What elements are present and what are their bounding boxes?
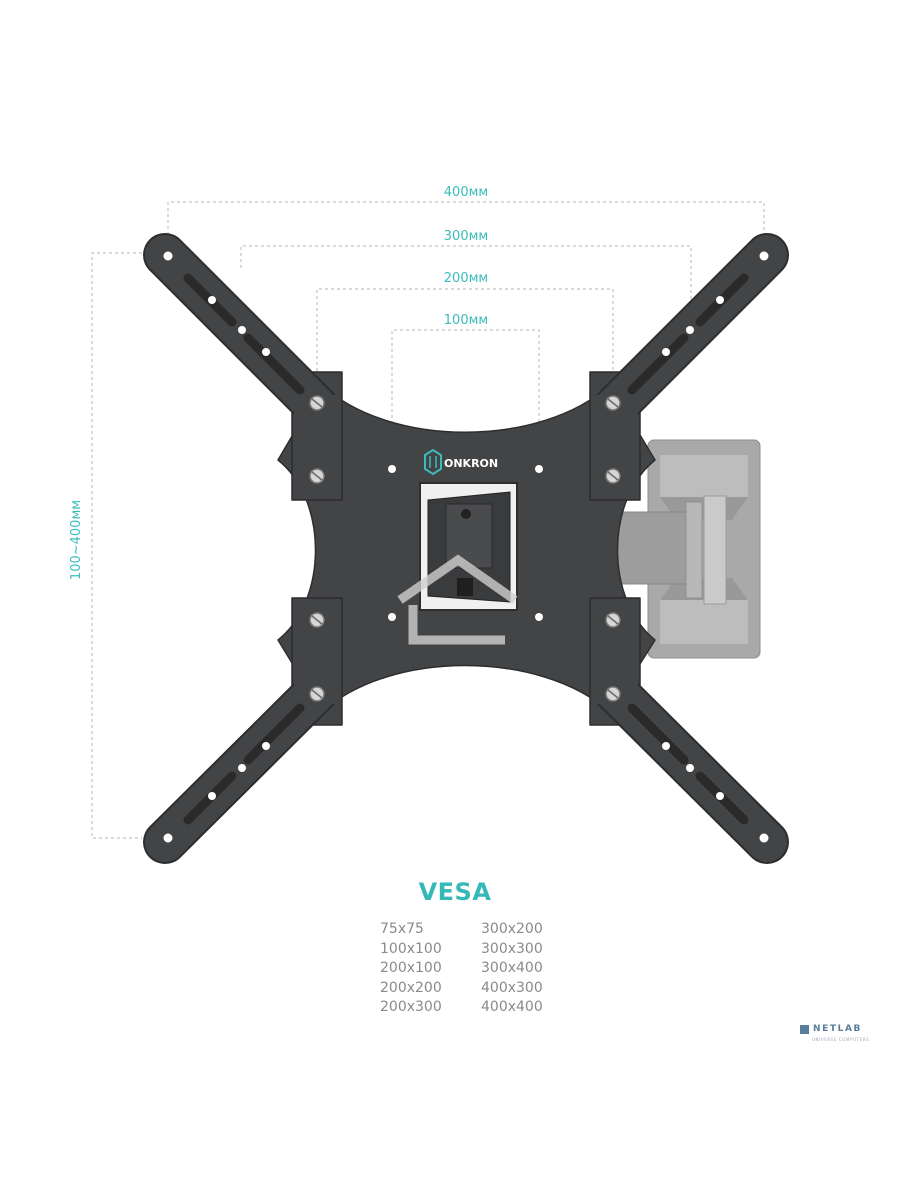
label-300mm: 300мм [444,229,488,244]
guide-300mm [240,245,692,308]
mounting-bracket [143,233,789,864]
netlab-watermark: NETLAB [800,1024,862,1034]
guide-height [91,252,142,839]
vesa-size-item: 300x200 [481,921,543,937]
guide-400mm [167,201,765,253]
onkron-logo-text: ONKRON [444,457,498,470]
vesa-size-item: 200x300 [380,999,442,1015]
vesa-list-left: 75x75 100x100 200x100 200x200 200x300 [380,920,442,1018]
vesa-list-right: 300x200 300x300 300x400 400x300 400x400 [481,920,543,1018]
vesa-size-item: 300x300 [481,940,543,957]
label-100mm: 100мм [444,313,488,328]
onkron-logo-icon [424,448,442,476]
guide-200mm [316,288,614,383]
netlab-text: NETLAB [813,1024,862,1034]
vesa-size-item: 200x200 [380,979,442,996]
watermark-house-icon [397,554,518,645]
vesa-size-item: 75x75 [380,921,424,937]
label-400mm: 400мм [444,185,488,200]
wall-arm [601,439,761,659]
netlab-subtext: UNIVERSE COMPUTERS [812,1037,870,1042]
vesa-size-item: 200x100 [380,960,442,976]
label-200mm: 200мм [444,271,488,286]
vesa-size-item: 300x400 [481,960,543,976]
label-height: 100~400мм [69,500,84,580]
guide-100mm [391,329,540,448]
vesa-size-item: 400x400 [481,999,543,1015]
dimension-guides [91,201,765,839]
vesa-title: VESA [418,878,492,906]
onkron-logo: ONKRON [424,448,498,476]
vesa-size-item: 100x100 [380,940,442,957]
vesa-size-item: 400x300 [481,979,543,996]
netlab-logo-icon [800,1024,809,1034]
